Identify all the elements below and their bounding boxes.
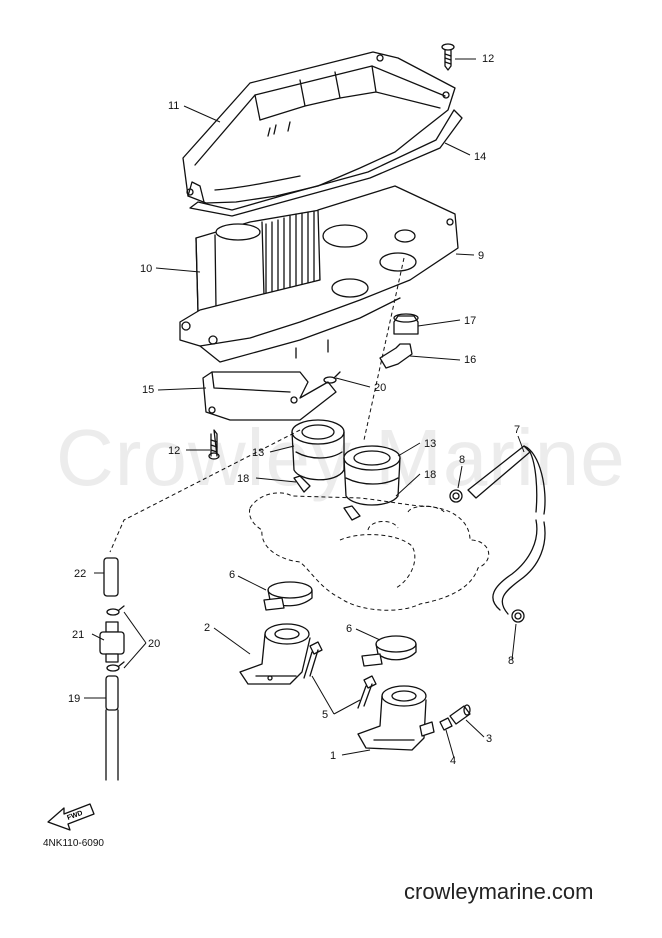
callout-12-lower: 12: [168, 445, 180, 457]
callout-5: 5: [322, 709, 328, 721]
intake-joint-right: [343, 445, 401, 521]
clip-20-upper: [106, 605, 125, 616]
callout-19: 19: [68, 693, 80, 705]
callout-6-lower: 6: [346, 623, 352, 635]
callout-10: 10: [140, 263, 152, 275]
callout-15: 15: [142, 384, 154, 396]
callout-8-lower: 8: [508, 655, 514, 667]
drain-routing-line: [363, 257, 405, 441]
callout-labels: 11 12 14 9 10 17 16 15 20 12 13 13 18 18…: [68, 53, 520, 767]
clip-20-bracket: [323, 371, 341, 384]
callout-12-top: 12: [482, 53, 494, 65]
hose-clip-lower: [511, 609, 525, 623]
callout-8-upper: 8: [459, 454, 465, 466]
clamp-upper: [263, 581, 313, 611]
vent-hose: [467, 445, 546, 615]
carburetor-joint-right: [357, 685, 435, 751]
plug-4: [439, 717, 453, 731]
carburetor-assembly-ghost: [249, 492, 490, 611]
screw-5-upper: [303, 641, 323, 679]
screw-lower: [208, 429, 220, 460]
callout-9: 9: [478, 250, 484, 262]
cap-3: [449, 704, 471, 725]
callout-16: 16: [464, 354, 476, 366]
air-box-lid: [182, 51, 456, 204]
callout-18-right: 18: [424, 469, 436, 481]
callout-7: 7: [514, 424, 520, 436]
callout-17: 17: [464, 315, 476, 327]
site-name: crowleymarine.com: [404, 879, 594, 904]
breather-hose-22: [103, 557, 119, 597]
callout-20-bracket: 20: [374, 382, 386, 394]
diagram-part-code: 4NK110-6090: [43, 838, 104, 849]
callout-4: 4: [450, 755, 456, 767]
callout-2: 2: [204, 622, 210, 634]
lid-gasket: [189, 109, 463, 217]
callout-14: 14: [474, 151, 486, 163]
callout-1: 1: [330, 750, 336, 762]
screw-5-lower: [357, 675, 377, 709]
callout-20-hose: 20: [148, 638, 160, 650]
fwd-arrow-icon: FWD: [47, 803, 95, 831]
intake-joint-left: [291, 419, 345, 493]
carburetor-joint-left: [239, 623, 311, 685]
air-box-case: [179, 185, 459, 363]
screw-top: [441, 43, 455, 71]
callout-3: 3: [486, 733, 492, 745]
callout-13-left: 13: [252, 447, 264, 459]
hose-clip-upper: [449, 489, 463, 503]
callout-11: 11: [168, 100, 179, 112]
callout-6-upper: 6: [229, 569, 235, 581]
hose-routing-line: [109, 429, 301, 553]
air-box-bracket: [202, 371, 337, 421]
leader-lines: [84, 58, 525, 759]
check-valve-21: [99, 621, 125, 663]
clamp-lower: [361, 635, 417, 667]
callout-13-right: 13: [424, 438, 436, 450]
breather-hose-19: [105, 675, 119, 781]
callout-22: 22: [74, 568, 86, 580]
clip-20-lower: [106, 661, 125, 672]
callout-18-left: 18: [237, 473, 249, 485]
callout-21: 21: [72, 629, 84, 641]
drain-plug-and-elbow: [379, 313, 419, 369]
